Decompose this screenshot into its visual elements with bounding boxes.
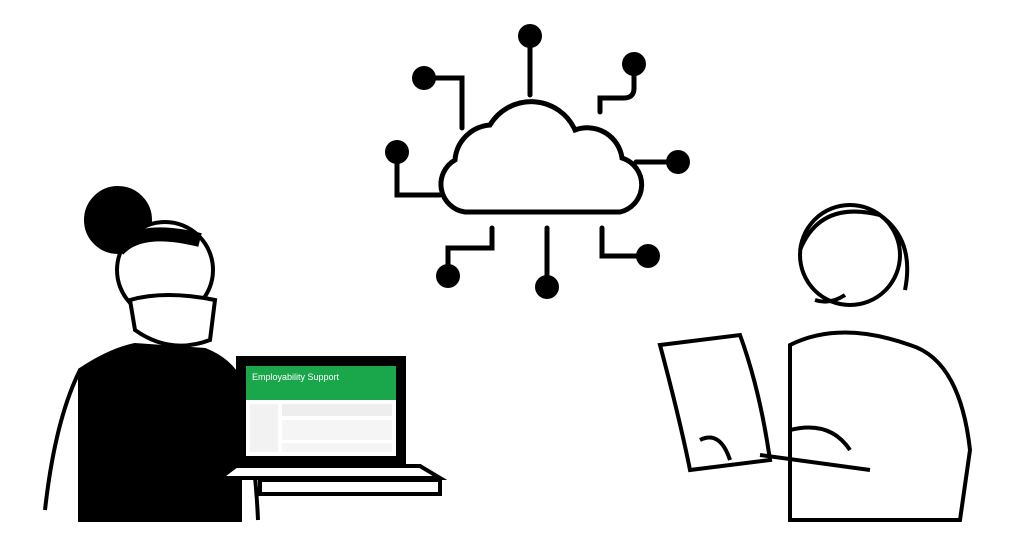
network-nodes [385,24,690,299]
cloud-network-icon [394,37,679,288]
laptop-screen-title: Employability Support [252,372,340,382]
person-with-laptop [657,203,973,522]
laptop [214,356,448,496]
screen-banner [246,366,396,400]
person-with-mask [43,186,260,522]
